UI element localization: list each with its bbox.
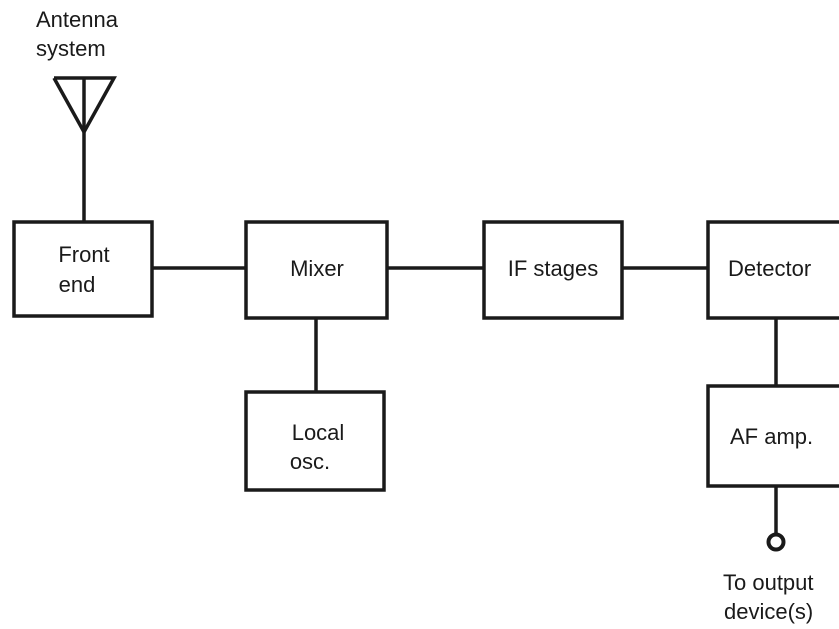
af-amp-label: AF amp. (730, 424, 813, 449)
front-end-label-line1: Front (58, 242, 109, 267)
front-end-block: Front end (12, 220, 154, 318)
output-label-line2: device(s) (724, 599, 813, 624)
antenna-label-line1: Antenna (36, 7, 119, 32)
af-amp-block: AF amp. (706, 384, 839, 488)
mixer-label: Mixer (290, 256, 344, 281)
detector-block: Detector (706, 220, 839, 320)
detector-label: Detector (728, 256, 811, 281)
output-terminal-icon (766, 532, 786, 552)
antenna-label-line2: system (36, 36, 106, 61)
mixer-block: Mixer (244, 220, 389, 320)
if-stages-block: IF stages (482, 220, 624, 320)
antenna-icon (52, 76, 117, 222)
front-end-label-line2: end (59, 272, 96, 297)
output-label-line1: To output (723, 570, 814, 595)
if-stages-label: IF stages (508, 256, 598, 281)
local-osc-label-line2: osc. (290, 449, 330, 474)
local-osc-block: Local osc. (244, 390, 386, 492)
local-osc-label-line1: Local (292, 420, 345, 445)
